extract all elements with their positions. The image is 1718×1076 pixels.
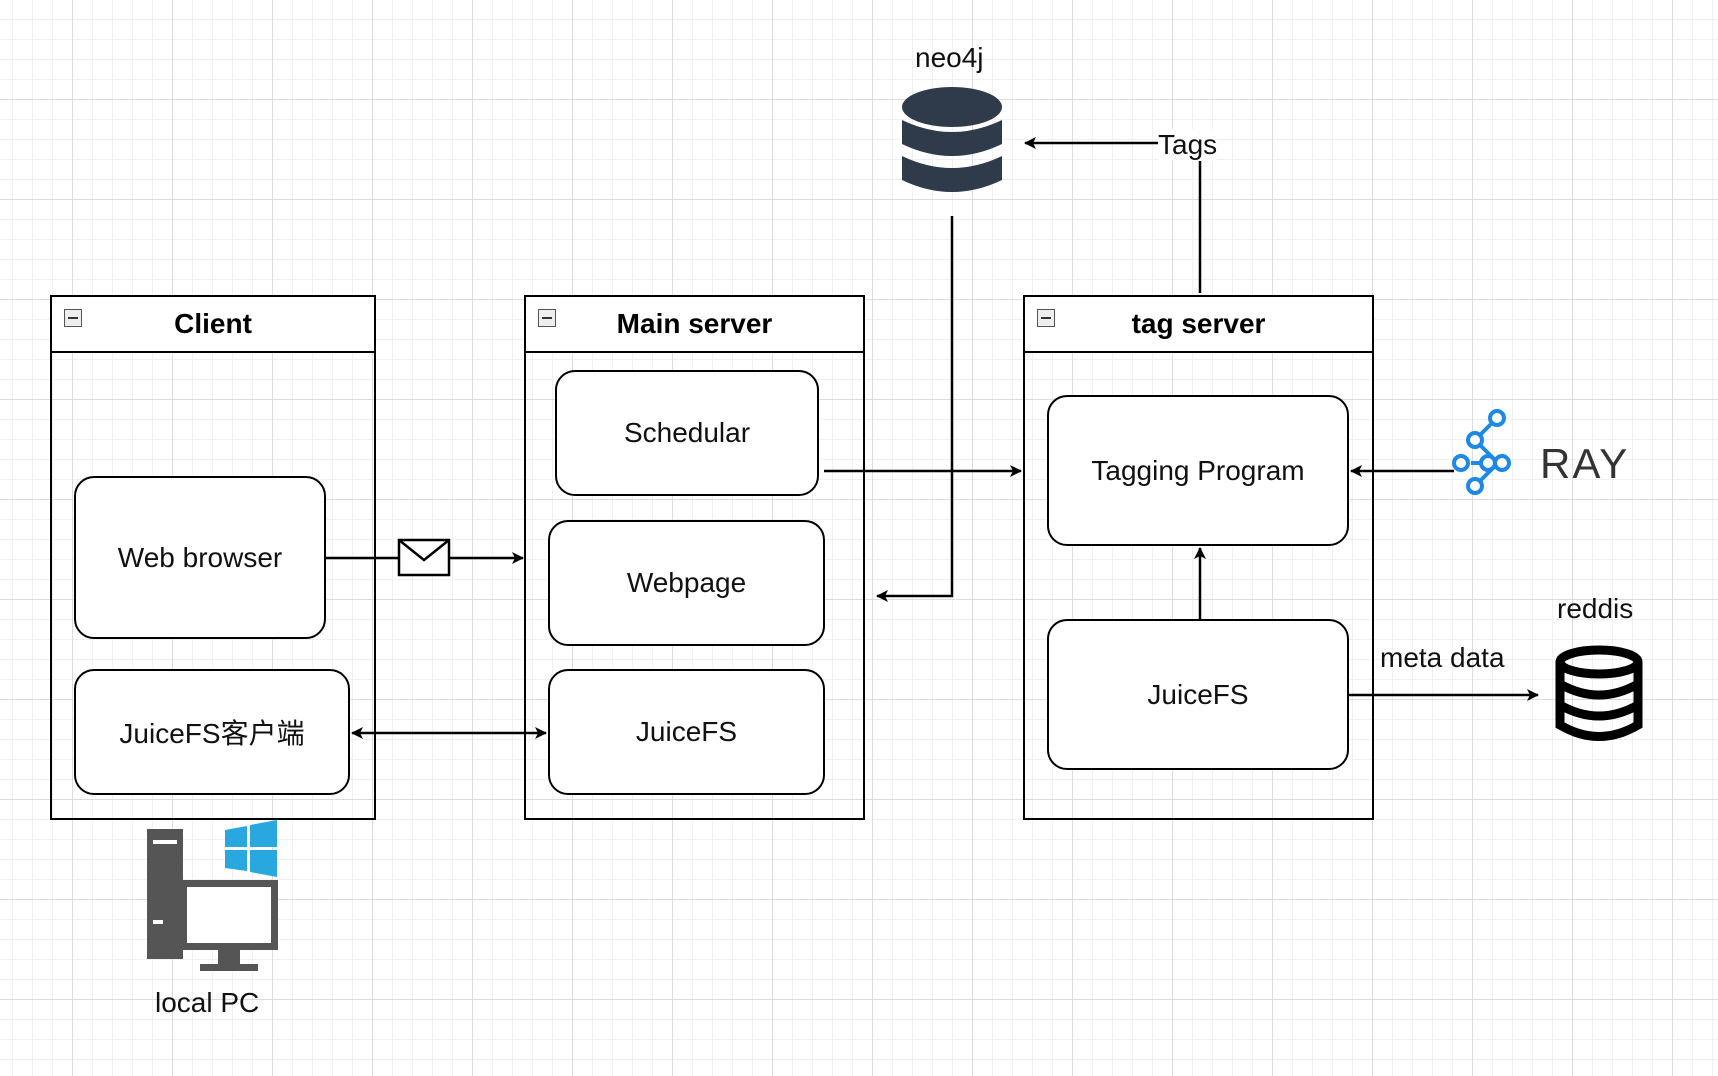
database-icon bbox=[902, 87, 1002, 192]
collapse-icon[interactable] bbox=[1037, 309, 1055, 327]
database-icon bbox=[1555, 645, 1643, 741]
tags-edge bbox=[1024, 137, 1202, 293]
neo4j-to-webpage-edge bbox=[876, 216, 954, 602]
main-server-header: Main server bbox=[526, 297, 863, 353]
webpage-node[interactable]: Webpage bbox=[548, 520, 825, 646]
client-title: Client bbox=[174, 308, 252, 339]
local-pc-label: local PC bbox=[155, 987, 260, 1018]
schedular-node[interactable]: Schedular bbox=[555, 370, 819, 496]
ray-label: RAY bbox=[1540, 440, 1630, 487]
web-browser-node[interactable]: Web browser bbox=[74, 476, 326, 639]
neo4j-label: neo4j bbox=[915, 42, 984, 73]
main-server-title: Main server bbox=[616, 308, 773, 339]
envelope-icon bbox=[397, 538, 451, 577]
collapse-icon[interactable] bbox=[64, 309, 82, 327]
ray-logo-icon bbox=[1452, 409, 1511, 495]
tag-server-title: tag server bbox=[1131, 308, 1266, 339]
juicefs-client-node[interactable]: JuiceFS客户端 bbox=[74, 669, 350, 795]
meta-data-label: meta data bbox=[1380, 642, 1505, 673]
windows-logo-icon bbox=[225, 820, 277, 877]
juicefs-main-node[interactable]: JuiceFS bbox=[548, 669, 825, 795]
juicefs-tag-node[interactable]: JuiceFS bbox=[1047, 619, 1349, 770]
client-header: Client bbox=[52, 297, 374, 353]
local-pc-icon bbox=[147, 820, 278, 971]
tags-label: Tags bbox=[1158, 129, 1218, 161]
tag-server-header: tag server bbox=[1025, 297, 1372, 353]
client-container: Client bbox=[50, 295, 376, 820]
web-to-main-edge bbox=[326, 538, 524, 577]
main-server-container: Main server bbox=[524, 295, 865, 820]
tagging-program-node[interactable]: Tagging Program bbox=[1047, 395, 1349, 546]
reddis-label: reddis bbox=[1557, 593, 1634, 624]
collapse-icon[interactable] bbox=[538, 309, 556, 327]
tag-server-container: tag server bbox=[1023, 295, 1374, 820]
